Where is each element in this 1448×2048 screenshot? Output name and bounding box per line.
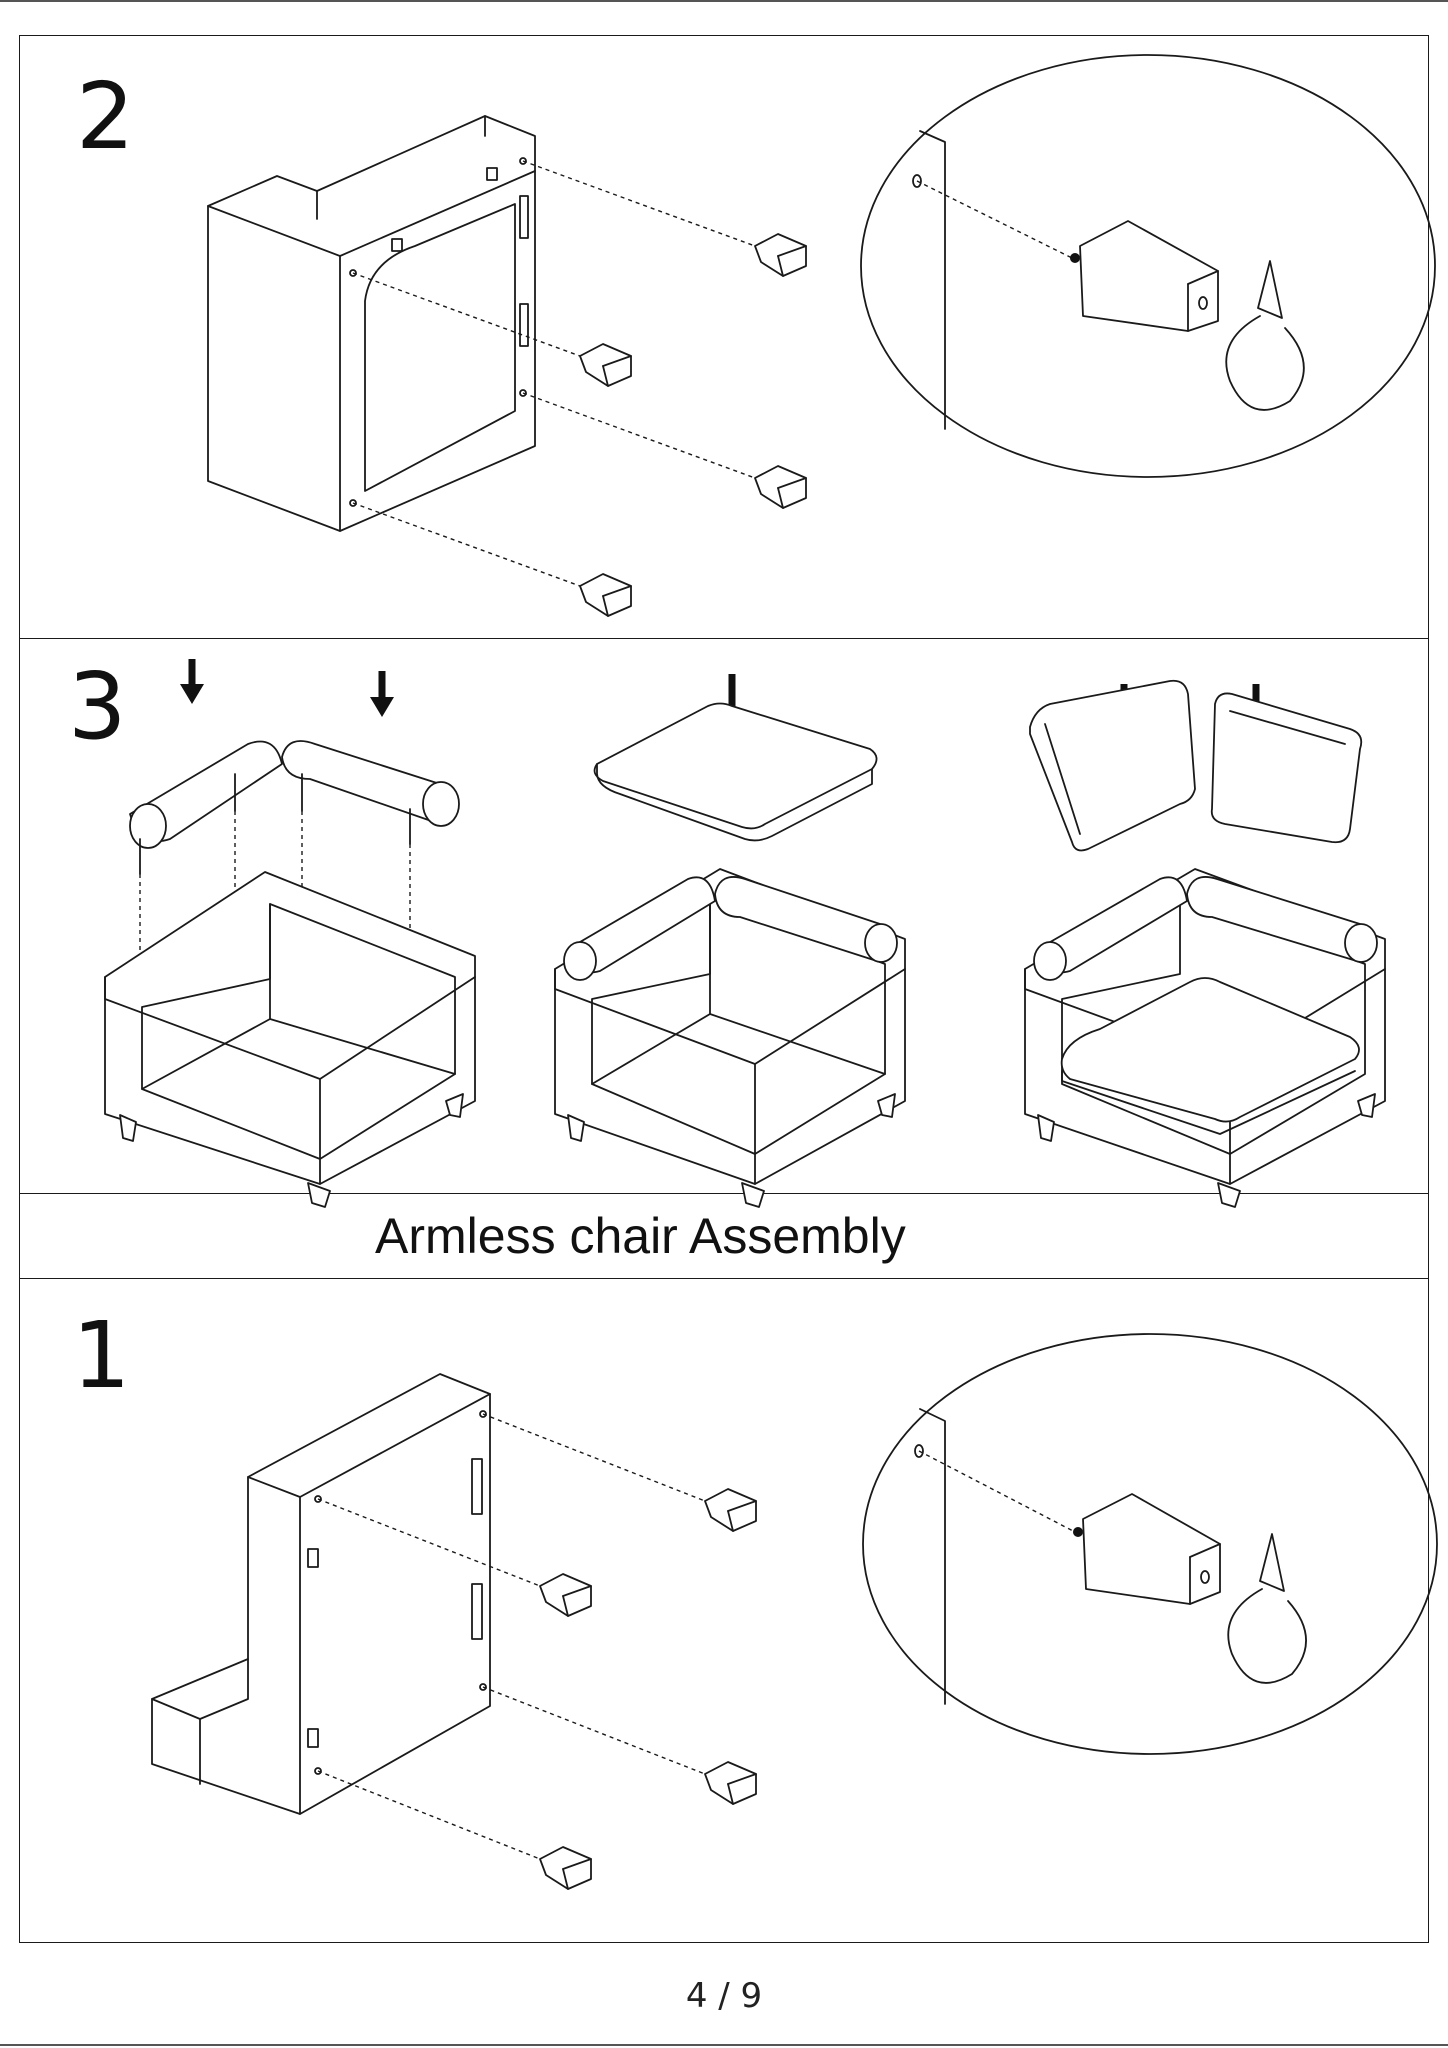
bottom-rule bbox=[0, 2044, 1448, 2046]
detail-callout bbox=[862, 1333, 1438, 1755]
armless-chair-frame bbox=[104, 871, 476, 1208]
armless-frame-base bbox=[151, 1373, 491, 1815]
section-title: Armless chair Assembly bbox=[375, 1208, 906, 1264]
leg bbox=[704, 1761, 757, 1805]
instruction-frame: 2 bbox=[19, 35, 1438, 1943]
armless-chair-completed bbox=[1024, 868, 1386, 1208]
leg bbox=[579, 343, 632, 387]
leg bbox=[579, 573, 632, 617]
detail-callout bbox=[860, 54, 1436, 478]
top-rule bbox=[0, 0, 1448, 2]
armless-chair-with-bolsters bbox=[554, 868, 906, 1208]
corner-frame-base bbox=[207, 115, 536, 532]
step-2-panel: 2 bbox=[20, 36, 1436, 639]
step-1-panel: 1 bbox=[20, 1279, 1438, 1942]
step-2-illustration bbox=[207, 54, 1436, 617]
step-1-illustration bbox=[151, 1333, 1438, 1890]
leg bbox=[704, 1488, 757, 1532]
leg bbox=[754, 233, 807, 277]
step-3-illustration bbox=[104, 659, 1386, 1208]
step-number: 2 bbox=[76, 63, 135, 170]
step-number: 3 bbox=[68, 653, 127, 760]
step-3-panel: 3 bbox=[20, 639, 1428, 1208]
down-arrow-icon bbox=[180, 659, 204, 704]
page-number: 4 / 9 bbox=[685, 1976, 763, 2016]
down-arrow-icon bbox=[370, 671, 394, 717]
step-number: 1 bbox=[72, 1302, 131, 1409]
bolster-rolls bbox=[129, 740, 460, 875]
back-cushions bbox=[1029, 679, 1363, 852]
leg bbox=[754, 465, 807, 509]
leg bbox=[539, 1846, 592, 1890]
section-title-panel: Armless chair Assembly bbox=[20, 1194, 1428, 1279]
seat-cushion bbox=[593, 702, 878, 842]
leg bbox=[539, 1573, 592, 1617]
